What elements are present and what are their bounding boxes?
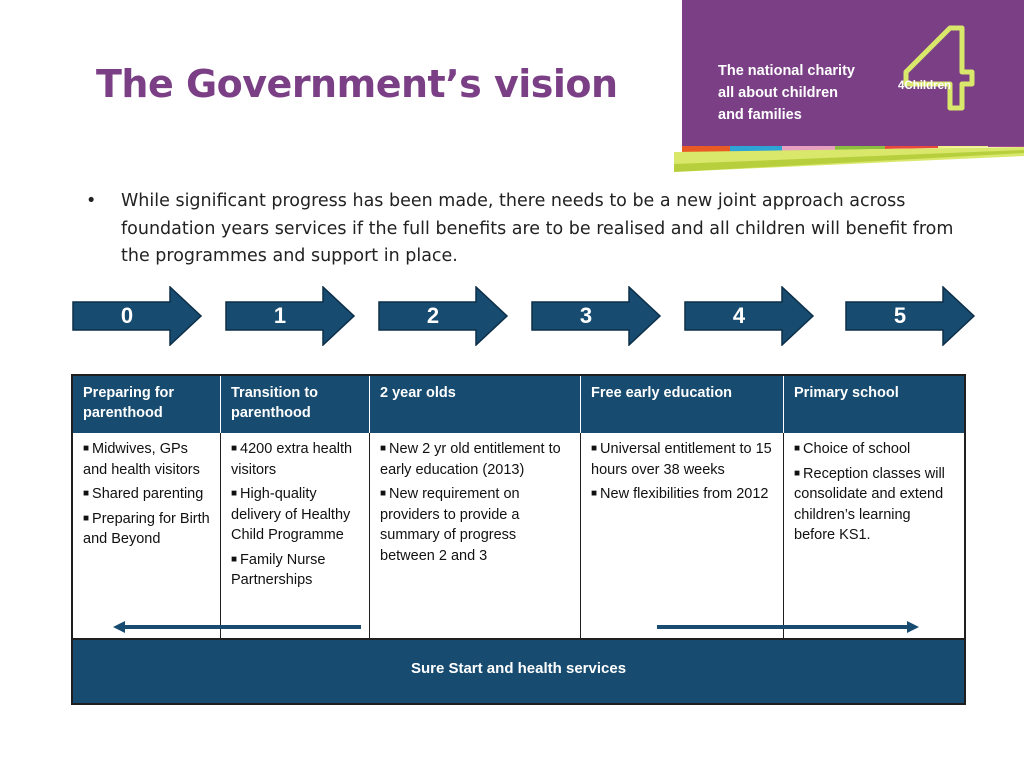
table-body-cell: ■Midwives, GPs and health visitors■Share… bbox=[73, 433, 221, 638]
timeline-arrow: 4 bbox=[684, 286, 816, 346]
four-children-logo-icon bbox=[903, 25, 975, 111]
table-footer: Sure Start and health services bbox=[73, 638, 964, 703]
brand-banner-graphic bbox=[674, 0, 1024, 172]
bullet-paragraph: • While significant progress has been ma… bbox=[86, 188, 956, 271]
square-bullet-icon: ■ bbox=[231, 443, 238, 454]
list-item: ■New 2 yr old entitlement to early educa… bbox=[380, 439, 570, 480]
timeline-step-label: 0 bbox=[120, 303, 134, 328]
list-item: ■New flexibilities from 2012 bbox=[591, 484, 773, 505]
list-item-text: Shared parenting bbox=[92, 486, 204, 502]
square-bullet-icon: ■ bbox=[591, 443, 598, 454]
list-item: ■Preparing for Birth and Beyond bbox=[83, 509, 210, 550]
timeline-arrow: 5 bbox=[845, 286, 977, 346]
timeline-arrow: 0 bbox=[72, 286, 204, 346]
table-header-cell: Free early education bbox=[581, 376, 784, 433]
list-item: ■Universal entitlement to 15 hours over … bbox=[591, 439, 773, 480]
timeline-step-label: 1 bbox=[273, 303, 287, 328]
timeline-step-label: 4 bbox=[732, 303, 746, 328]
arrow-shape-icon bbox=[72, 286, 203, 346]
list-item-text: Choice of school bbox=[803, 441, 911, 457]
bullet-marker: • bbox=[86, 191, 97, 211]
page-title: The Government’s vision bbox=[96, 62, 618, 106]
square-bullet-icon: ■ bbox=[231, 553, 238, 565]
list-item-text: High-quality delivery of Healthy Child P… bbox=[231, 486, 351, 543]
arrow-shape-icon bbox=[225, 286, 356, 346]
list-item: ■High-quality delivery of Healthy Child … bbox=[231, 484, 359, 546]
timeline-step-label: 3 bbox=[579, 303, 593, 328]
brand-tagline-line: and families bbox=[718, 107, 802, 123]
list-item: ■4200 extra health visitors bbox=[231, 439, 359, 480]
arrow-shape-icon bbox=[845, 286, 976, 346]
list-item-text: New flexibilities from 2012 bbox=[600, 486, 769, 502]
brand-tagline-line: all about children bbox=[718, 85, 839, 101]
square-bullet-icon: ■ bbox=[83, 488, 90, 499]
timeline-step-label: 2 bbox=[426, 303, 440, 328]
list-item: ■Shared parenting bbox=[83, 484, 210, 505]
list-item: ■Reception classes will consolidate and … bbox=[794, 464, 954, 546]
list-item-text: Midwives, GPs and health visitors bbox=[83, 441, 200, 478]
left-arrow-icon bbox=[113, 621, 361, 633]
brand-tagline-line: The national charity bbox=[718, 63, 855, 79]
timeline-step-label: 5 bbox=[893, 303, 907, 328]
list-item-text: Universal entitlement to 15 hours over 3… bbox=[591, 441, 772, 478]
square-bullet-icon: ■ bbox=[380, 488, 387, 499]
list-item: ■Family Nurse Partnerships bbox=[231, 550, 359, 591]
arrow-shape-icon bbox=[531, 286, 662, 346]
square-bullet-icon: ■ bbox=[83, 512, 90, 524]
table-body-cell: ■4200 extra health visitors■High-quality… bbox=[221, 433, 370, 638]
list-item-text: Preparing for Birth and Beyond bbox=[83, 510, 210, 548]
arrow-shape-icon bbox=[378, 286, 509, 346]
footer-label: Sure Start and health services bbox=[410, 660, 627, 677]
arrow-shape-icon bbox=[684, 286, 815, 346]
brand-tagline: The national charity all about children … bbox=[718, 60, 855, 126]
square-bullet-icon: ■ bbox=[231, 488, 238, 499]
list-item: ■New requirement on providers to provide… bbox=[380, 484, 570, 566]
brand-banner: The national charity all about children … bbox=[670, 0, 1024, 175]
square-bullet-icon: ■ bbox=[794, 443, 801, 454]
table-body-cell: ■New 2 yr old entitlement to early educa… bbox=[370, 433, 581, 638]
table-header-cell: Primary school bbox=[794, 385, 899, 401]
table-body-cell: ■Choice of school■Reception classes will… bbox=[784, 433, 964, 638]
timeline-arrow: 3 bbox=[531, 286, 663, 346]
table-header-cell: Preparing for parenthood bbox=[73, 376, 221, 433]
square-bullet-icon: ■ bbox=[380, 443, 387, 454]
table-header-cell: 2 year olds bbox=[370, 376, 581, 433]
brand-logo-text: 4Children bbox=[898, 80, 952, 92]
list-item-text: Family Nurse Partnerships bbox=[231, 551, 326, 589]
right-arrow-icon bbox=[657, 621, 919, 633]
timeline-arrow: 1 bbox=[225, 286, 357, 346]
table-body-cell: ■Universal entitlement to 15 hours over … bbox=[581, 433, 784, 638]
table-header-cell: Transition to parenthood bbox=[221, 376, 370, 433]
list-item: ■Midwives, GPs and health visitors bbox=[83, 439, 210, 480]
square-bullet-icon: ■ bbox=[794, 467, 801, 479]
table-header-row bbox=[73, 376, 964, 433]
list-item-text: 4200 extra health visitors bbox=[231, 441, 353, 478]
square-bullet-icon: ■ bbox=[83, 443, 90, 454]
square-bullet-icon: ■ bbox=[591, 488, 598, 499]
bullet-text: While significant progress has been made… bbox=[121, 191, 954, 266]
list-item-text: New requirement on providers to provide … bbox=[380, 486, 520, 564]
list-item: ■Choice of school bbox=[794, 439, 954, 460]
list-item-text: Reception classes will consolidate and e… bbox=[794, 465, 945, 544]
timeline-arrow: 2 bbox=[378, 286, 510, 346]
list-item-text: New 2 yr old entitlement to early educat… bbox=[380, 441, 561, 478]
